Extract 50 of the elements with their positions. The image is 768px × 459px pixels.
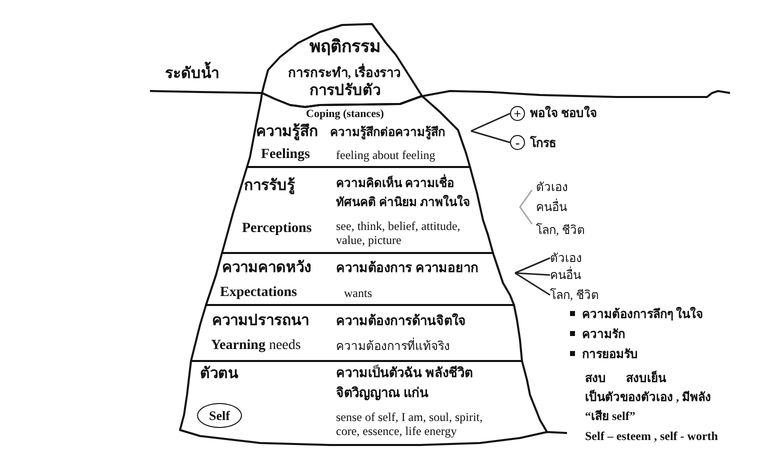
layer-description: ความต้องการ ความอยาก: [336, 259, 478, 277]
layer-title: ความรู้สึก: [256, 122, 318, 142]
iceberg-layer: [221, 166, 494, 254]
english-description: see, think, belief, attitude, value, picture: [336, 219, 462, 247]
layer-subtitle: การปรับตัว: [308, 82, 382, 101]
connector-line: [514, 272, 550, 296]
list-item-text: คนอื่น: [536, 199, 567, 215]
english-description: feeling about feeling: [336, 148, 436, 163]
iceberg-layer: [179, 360, 568, 446]
list-item-text: ตัวเอง: [536, 179, 568, 195]
ellipse-label: Self: [197, 403, 242, 428]
note-text: เป็นตัวของตัวเอง , มีพลัง: [585, 389, 711, 405]
layer-description: ความรู้สึกต่อความรู้สึก: [330, 124, 445, 141]
english-heading: Yearning needs: [211, 337, 301, 354]
english-heading: Coping (stances): [305, 107, 385, 121]
bullet-text: ความต้องการลึกๆ ในใจ: [582, 306, 703, 322]
english-heading: Expectations: [220, 284, 297, 301]
layer-description: ความต้องการด้านจิตใจ: [336, 312, 466, 330]
layer-title: ตัวตน: [200, 364, 238, 384]
connector-line: [514, 257, 550, 274]
bullet-text: การยอมรับ: [582, 346, 638, 362]
layer-title: ความคาดหวัง: [222, 258, 311, 278]
note-text: Self – esteem , self - worth: [585, 428, 718, 444]
list-item-text: คนอื่น: [550, 267, 592, 283]
annotation-text: พอใจ ชอบใจ: [530, 105, 597, 121]
english-heading: Feelings: [261, 146, 310, 163]
bullet-text: ความรัก: [582, 326, 625, 342]
list-item-text: ตัวเอง: [550, 250, 592, 266]
layer-description: ความคิดเห็น ความเชื่อ ทัศนคติ ค่านิยม ภาพในใจ: [336, 174, 471, 211]
water-level-label: ระดับน้ำ: [165, 64, 219, 84]
layer-title: การรับรู้: [244, 176, 295, 196]
annotation-text: โกรธ: [530, 135, 556, 151]
layer-title: พฤติกรรม: [308, 36, 382, 58]
connector-line: [470, 112, 510, 132]
connector-line: [470, 130, 510, 144]
list-item-text: โลก, ชีวิต: [550, 287, 608, 303]
list-item-text: โลก, ชีวิต: [536, 222, 585, 238]
layer-description: ความต้องการที่แท้จริง: [336, 338, 450, 354]
layer-subtitle: การกระทำ, เรื่องราว: [286, 64, 402, 82]
iceberg-layer: [190, 304, 523, 362]
layer-title: ความปรารถนา: [212, 312, 309, 331]
note-text: “เสีย self”: [585, 408, 636, 424]
layer-description: ความเป็นตัวฉัน พลังชีวิต จิตวิญญาณ แก่น: [336, 364, 474, 402]
connector-line: [514, 272, 550, 276]
english-description: wants: [344, 286, 372, 301]
iceberg-layer: [205, 252, 515, 306]
note-text: สงบเย็น: [626, 370, 666, 386]
english-description: sense of self, I am, soul, spirit, core, essence, life energy: [336, 410, 484, 438]
note-text: สงบ: [585, 370, 606, 386]
english-heading: Perceptions: [242, 220, 312, 237]
